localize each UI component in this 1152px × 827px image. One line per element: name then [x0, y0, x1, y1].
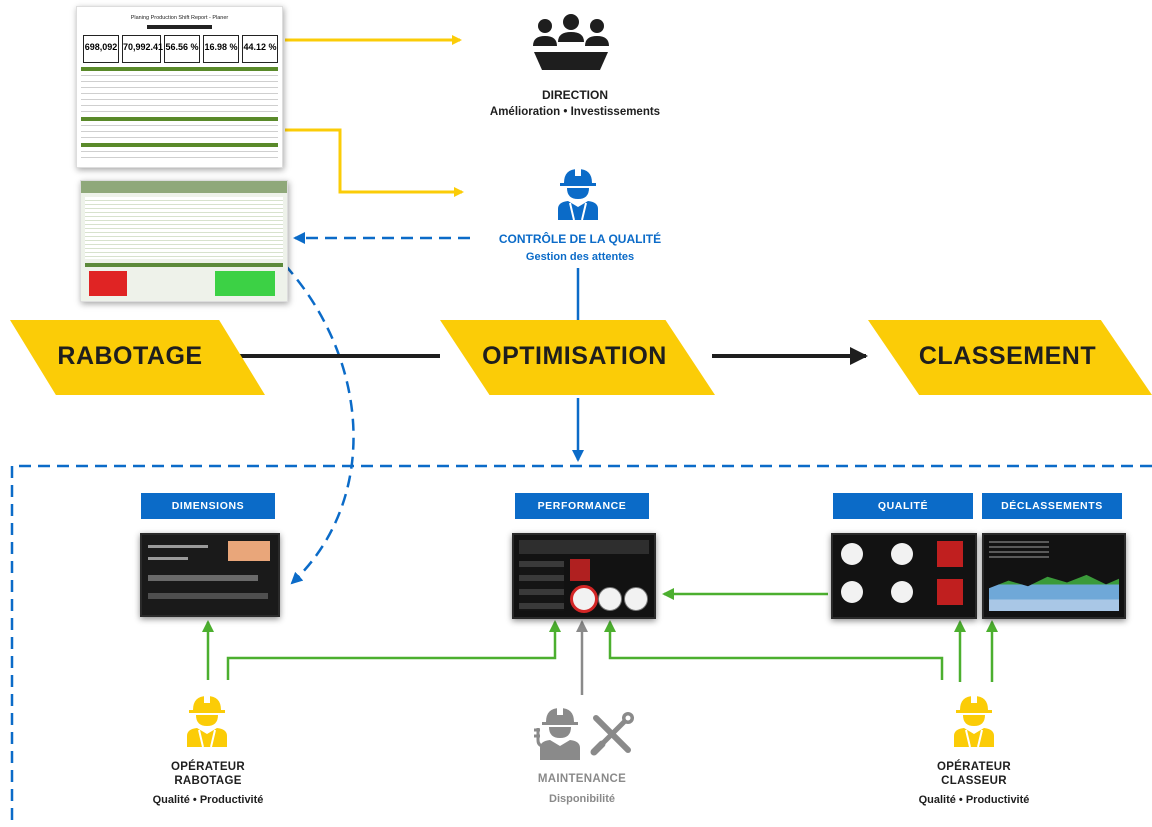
report-row: [81, 151, 278, 152]
qualite-gauge: [891, 543, 913, 565]
stage-classement[interactable]: [868, 320, 1152, 395]
operator-planer-title: OPÉRATEUR RABOTAGE: [150, 760, 266, 788]
planer-operator-to-performance-arrow: [226, 620, 561, 680]
report-kpi-2: 70,992.41: [122, 35, 163, 63]
report-section-bar: [81, 117, 278, 121]
tools-icon: [590, 712, 634, 756]
report-row: [81, 87, 278, 88]
report-to-dimensions-curve: [284, 264, 355, 585]
operator-grader-subtitle: Qualité • Productivité: [918, 794, 1030, 806]
stage-rabotage[interactable]: [10, 320, 265, 395]
sheet-red-block: [89, 271, 127, 296]
group-meeting-icon: [533, 14, 609, 70]
qualite-dashboard[interactable]: [831, 533, 977, 619]
report-kpi-4: 16.98 %: [203, 35, 239, 63]
maintenance-subtitle: Disponibilité: [549, 793, 615, 805]
sheet-grid: [85, 197, 283, 259]
performance-gauge: [598, 587, 622, 611]
performance-gauge-red: [570, 585, 598, 613]
stage-rabotage-label: RABOTAGE: [57, 342, 203, 370]
direction-subtitle: Amélioration • Investissements: [489, 106, 661, 118]
sheet-green-block: [215, 271, 275, 296]
qualite-gauge: [841, 543, 863, 565]
quality-control-subtitle: Gestion des attentes: [525, 251, 635, 263]
dimensions-readout: [148, 593, 268, 599]
report-row: [81, 81, 278, 82]
report-row: [81, 125, 278, 126]
declassements-area-chart: [989, 574, 1119, 611]
quality-control-title: CONTRÔLE DE LA QUALITÉ: [498, 232, 662, 246]
report-subtitle-bar: [147, 25, 212, 29]
report-to-quality-arrow: [285, 128, 464, 197]
dimensions-dashboard[interactable]: [140, 533, 280, 617]
maintenance-title: MAINTENANCE: [537, 773, 627, 785]
operator-grader-title-line1: OPÉRATEUR: [936, 761, 1012, 773]
shift-report-thumbnail[interactable]: Planing Production Shift Report - Planer…: [76, 6, 283, 168]
stage-classement-label: CLASSEMENT: [918, 342, 1097, 370]
operator-grader-title: OPÉRATEUR CLASSEUR: [916, 760, 1032, 788]
report-kpi-1: 698,092: [83, 35, 119, 63]
tag-qualite: QUALITÉ: [833, 493, 973, 519]
report-kpi-3: 56.56 %: [164, 35, 200, 63]
qualite-gauge-alert: [937, 579, 963, 605]
report-row: [81, 105, 278, 106]
declassements-dashboard[interactable]: [982, 533, 1126, 619]
maintenance-worker-icon: [534, 707, 580, 760]
report-row: [81, 93, 278, 94]
performance-highlight: [570, 559, 590, 581]
dimensions-readout: [148, 575, 258, 581]
report-kpi-5: 44.12 %: [242, 35, 278, 63]
report-title: Planing Production Shift Report - Planer: [130, 15, 229, 21]
report-section-bar: [81, 67, 278, 71]
dimensions-readout: [148, 557, 188, 560]
qualite-gauge: [841, 581, 863, 603]
report-row: [81, 131, 278, 132]
report-row: [81, 157, 278, 158]
operator-planer-title-line2: RABOTAGE: [174, 775, 242, 787]
qualite-gauge-alert: [937, 541, 963, 567]
worker-helmet-icon: [954, 695, 994, 747]
operator-planer-title-line1: OPÉRATEUR: [170, 761, 246, 773]
stage-optimisation[interactable]: [440, 320, 715, 395]
tag-declassements: DÉCLASSEMENTS: [982, 493, 1122, 519]
report-row: [81, 99, 278, 100]
worker-helmet-icon: [558, 168, 598, 220]
stage-optimisation-label: OPTIMISATION: [482, 342, 667, 370]
sheet-footer: [85, 263, 283, 267]
worker-helmet-icon: [187, 695, 227, 747]
sheet-header: [81, 181, 287, 193]
operator-planer-subtitle: Qualité • Productivité: [152, 794, 264, 806]
grader-operator-to-performance-arrow: [604, 620, 944, 680]
dashboard-zone-frame: [10, 464, 1152, 827]
tag-performance: PERFORMANCE: [515, 493, 649, 519]
qualite-gauge: [891, 581, 913, 603]
report-row: [81, 137, 278, 138]
performance-header: [519, 540, 649, 554]
performance-value-bars: [519, 561, 564, 611]
report-row: [81, 111, 278, 112]
operator-grader-title-line2: CLASSEUR: [941, 775, 1007, 787]
dimensions-value-box: [228, 541, 270, 561]
performance-gauge: [624, 587, 648, 611]
declassements-legend: [989, 541, 1049, 559]
performance-dashboard[interactable]: [512, 533, 656, 619]
report-row: [81, 75, 278, 76]
quality-spreadsheet-thumbnail[interactable]: [80, 180, 288, 302]
tag-dimensions: DIMENSIONS: [141, 493, 275, 519]
report-section-bar: [81, 143, 278, 147]
dimensions-readout: [148, 545, 208, 548]
direction-title: DIRECTION: [542, 88, 608, 102]
